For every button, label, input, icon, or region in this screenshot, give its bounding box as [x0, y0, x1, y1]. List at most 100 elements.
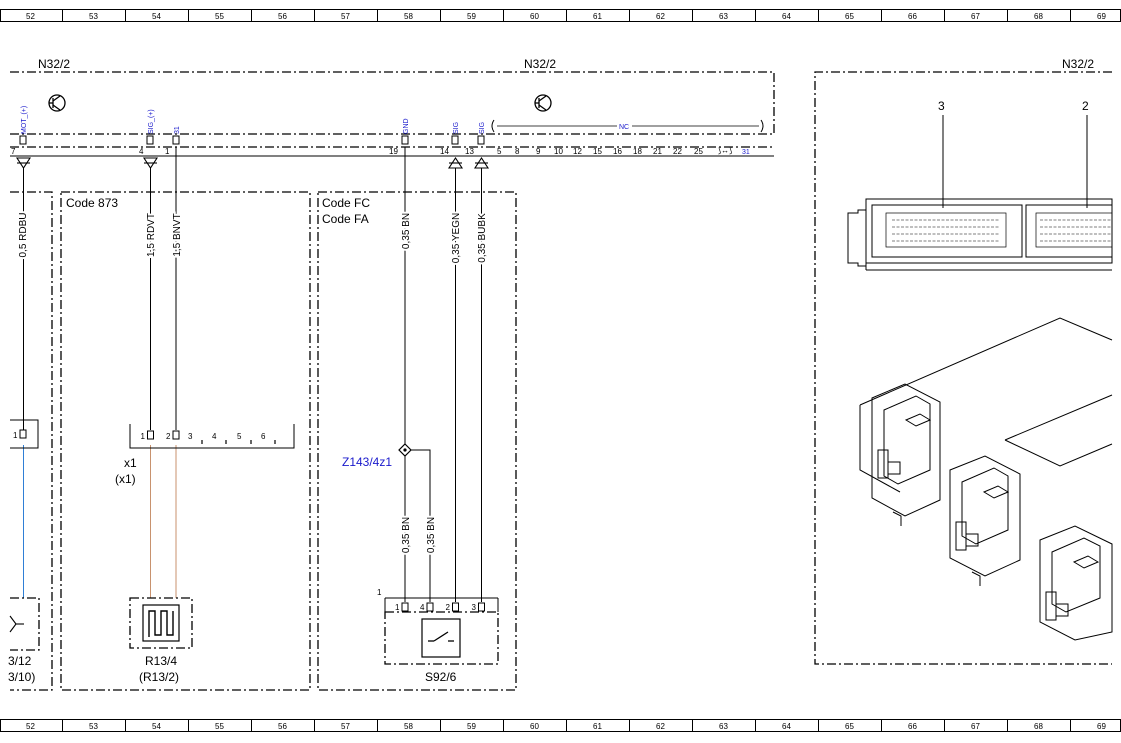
- pin-number: 7: [11, 147, 16, 156]
- column-number: 52: [26, 722, 35, 731]
- column-number: 60: [530, 12, 539, 21]
- column-number: 57: [341, 12, 350, 21]
- module-n32-2-drawing: N32/2 3 2: [814, 57, 1113, 665]
- s92-pin: 2: [446, 602, 459, 612]
- pin-signal: 31: [174, 126, 181, 134]
- column-number: 68: [1034, 12, 1043, 21]
- transistor-icon: [534, 94, 552, 112]
- wire-label-bn-bottom-a: 0,35 BN: [401, 517, 412, 553]
- column-number: 54: [152, 722, 161, 731]
- nc-pin-number: 12: [573, 147, 582, 156]
- x1-pin: 6: [261, 432, 276, 444]
- pin-sig-13: SIG 13: [465, 122, 486, 156]
- s92-pin: 3: [472, 602, 485, 612]
- column-number: 55: [215, 722, 224, 731]
- s92-pin-number: 3: [472, 603, 477, 612]
- column-number: 68: [1034, 722, 1043, 731]
- column-number: 63: [719, 722, 728, 731]
- column-number: 54: [152, 12, 161, 21]
- column-number: 59: [467, 12, 476, 21]
- pin-signal: SIG: [453, 122, 460, 134]
- code-fc-label: Code FC: [322, 196, 370, 210]
- column-number: 64: [782, 12, 791, 21]
- wire-label-bn-bottom-b: 0,35 BN: [426, 517, 437, 553]
- nc-label: NC: [619, 124, 629, 131]
- code-873-box: Code 873: [10, 191, 311, 691]
- nc-pin-number: 5: [497, 147, 502, 156]
- nc-pin-number: 21: [653, 147, 662, 156]
- column-number: 53: [89, 722, 98, 731]
- column-number: 67: [971, 12, 980, 21]
- s92-pin-number: 1: [395, 603, 400, 612]
- nc-pin-number: 15: [593, 147, 602, 156]
- pin-sig-plus: SIG_(+) 4: [139, 109, 155, 156]
- wires: [23, 147, 482, 602]
- column-number: 59: [467, 722, 476, 731]
- module-n32-2: N32/2 N32/2 MOT_(+) 7 SIG_(+): [10, 57, 775, 157]
- pin-number: 13: [465, 147, 474, 156]
- column-number: 63: [719, 12, 728, 21]
- switch-icon: [428, 631, 454, 642]
- column-number: 62: [656, 722, 665, 731]
- x1-pin-number: 1: [141, 432, 146, 441]
- module-name-right: N32/2: [1062, 57, 1094, 71]
- code-873-label: Code 873: [66, 196, 118, 210]
- x1-pin: 5: [237, 432, 252, 444]
- pin-signal: MOT_(+): [21, 106, 28, 134]
- pin-signal: SIG_(+): [148, 109, 155, 134]
- x1-pin: 4: [212, 432, 227, 444]
- pin-gnd: GND 19: [389, 118, 410, 156]
- pin-31: 31 1: [165, 126, 181, 156]
- wire-label-bn-top: 0,35 BN: [401, 213, 412, 249]
- control-unit-3d-drawing: [859, 317, 1113, 641]
- column-number: 61: [593, 722, 602, 731]
- column-number: 69: [1097, 12, 1106, 21]
- pin-number: 1: [165, 147, 170, 156]
- pin-signal: GND: [403, 118, 410, 134]
- column-number: 52: [26, 12, 35, 21]
- column-number: 53: [89, 12, 98, 21]
- splice-z143-4z1: Z143/4z1: [342, 443, 412, 469]
- x1-pin-number: 6: [261, 432, 266, 441]
- column-number: 58: [404, 12, 413, 21]
- connector-x1-alt: (x1): [115, 472, 136, 486]
- wire-label-rdvt: 1,5 RDVT: [146, 213, 157, 257]
- column-number: 55: [215, 12, 224, 21]
- x1-pin-number: 3: [188, 432, 193, 441]
- pin-mot-plus: MOT_(+) 7: [11, 106, 28, 156]
- wire-label-yegn: 0,35 YEGN: [451, 213, 462, 263]
- nc-pin-number: 22: [673, 147, 682, 156]
- column-number: 66: [908, 12, 917, 21]
- nc-ground-pin: 31: [742, 149, 750, 156]
- code-fa-label: Code FA: [322, 212, 369, 226]
- pin-sig-14: SIG 14: [440, 122, 460, 156]
- pin-arrow-icon: [15, 156, 490, 170]
- nc-pin-number: 9: [536, 147, 541, 156]
- column-number: 64: [782, 722, 791, 731]
- r13-alt: (R13/2): [139, 670, 179, 684]
- column-number: 61: [593, 12, 602, 21]
- column-number: 56: [278, 722, 287, 731]
- column-number: 65: [845, 12, 854, 21]
- column-number: 66: [908, 722, 917, 731]
- module-name-center: N32/2: [524, 57, 556, 71]
- transistor-icon: [48, 94, 66, 112]
- s92-label: S92/6: [425, 670, 457, 684]
- wire-label-bnvt: 1,5 BNVT: [172, 213, 183, 256]
- left-component-label-b: 3/10): [8, 670, 35, 684]
- connector-x1-label: x1: [124, 456, 137, 470]
- column-number: 67: [971, 722, 980, 731]
- nc-pin-number: 16: [613, 147, 622, 156]
- left-component-label-a: 3/12: [8, 654, 32, 668]
- nc-tilde-icon: ⟆↔⟆: [718, 146, 732, 155]
- s92-pin-number: 2: [446, 603, 451, 612]
- column-number: 65: [845, 722, 854, 731]
- s92-pin-number: 4: [420, 603, 425, 612]
- pin-number: 14: [440, 147, 449, 156]
- wire-label-bubk: 0,35 BUBK: [477, 213, 488, 263]
- splice-label: Z143/4z1: [342, 455, 392, 469]
